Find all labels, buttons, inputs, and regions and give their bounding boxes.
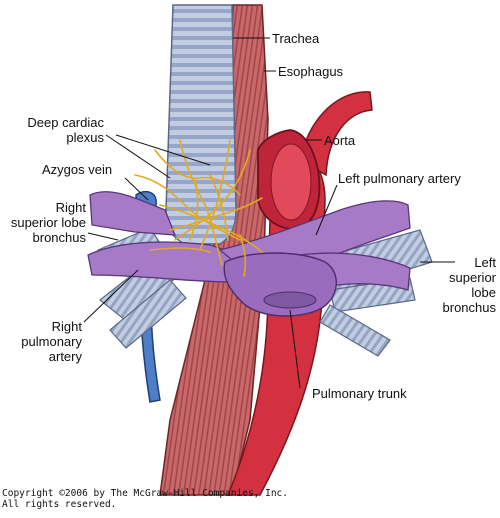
label-right-superior-lobe-bronchus-line1: Right — [55, 200, 86, 215]
right-pulmonary-artery — [87, 191, 241, 283]
label-deep-cardiac-plexus-line2: plexus — [66, 130, 104, 145]
label-pulmonary-trunk: Pulmonary trunk — [312, 386, 407, 401]
copyright-notice: Copyright ©2006 by The McGraw-Hill Compa… — [2, 488, 288, 510]
pulmonary-trunk — [223, 252, 338, 317]
label-left-superior-lobe-bronchus-line3: lobe — [471, 285, 496, 300]
label-right-superior-lobe-bronchus-line3: bronchus — [32, 230, 86, 245]
deep-cardiac-plexus — [134, 139, 263, 277]
label-left-pulmonary-artery: Left pulmonary artery — [338, 171, 461, 186]
label-deep-cardiac-plexus: Deep cardiac plexus — [14, 115, 104, 145]
copyright-line1: Copyright ©2006 by The McGraw-Hill Compa… — [2, 488, 288, 499]
label-left-superior-lobe-bronchus-line2: superior — [449, 270, 496, 285]
label-left-superior-lobe-bronchus-line1: Left — [474, 255, 496, 270]
label-right-superior-lobe-bronchus: Right superior lobe bronchus — [0, 200, 86, 245]
label-right-pulmonary-artery-line3: artery — [48, 349, 82, 364]
label-aorta: Aorta — [324, 133, 356, 148]
copyright-line2: All rights reserved. — [2, 499, 117, 510]
label-left-superior-lobe-bronchus-line4: bronchus — [442, 300, 496, 315]
label-trachea: Trachea — [272, 31, 320, 46]
label-left-superior-lobe-bronchus: Left superior lobe bronchus — [400, 255, 496, 315]
label-right-pulmonary-artery: Right pulmonary artery — [0, 319, 82, 364]
label-right-superior-lobe-bronchus-line2: superior lobe — [10, 215, 86, 230]
leader-lines — [83, 37, 455, 389]
aorta — [257, 129, 321, 230]
label-esophagus: Esophagus — [278, 64, 344, 79]
label-right-pulmonary-artery-line1: Right — [51, 319, 82, 334]
label-right-pulmonary-artery-line2: pulmonary — [21, 334, 82, 349]
label-deep-cardiac-plexus-line1: Deep cardiac — [27, 115, 104, 130]
label-azygos-vein: Azygos vein — [42, 162, 113, 177]
trachea — [165, 4, 237, 245]
